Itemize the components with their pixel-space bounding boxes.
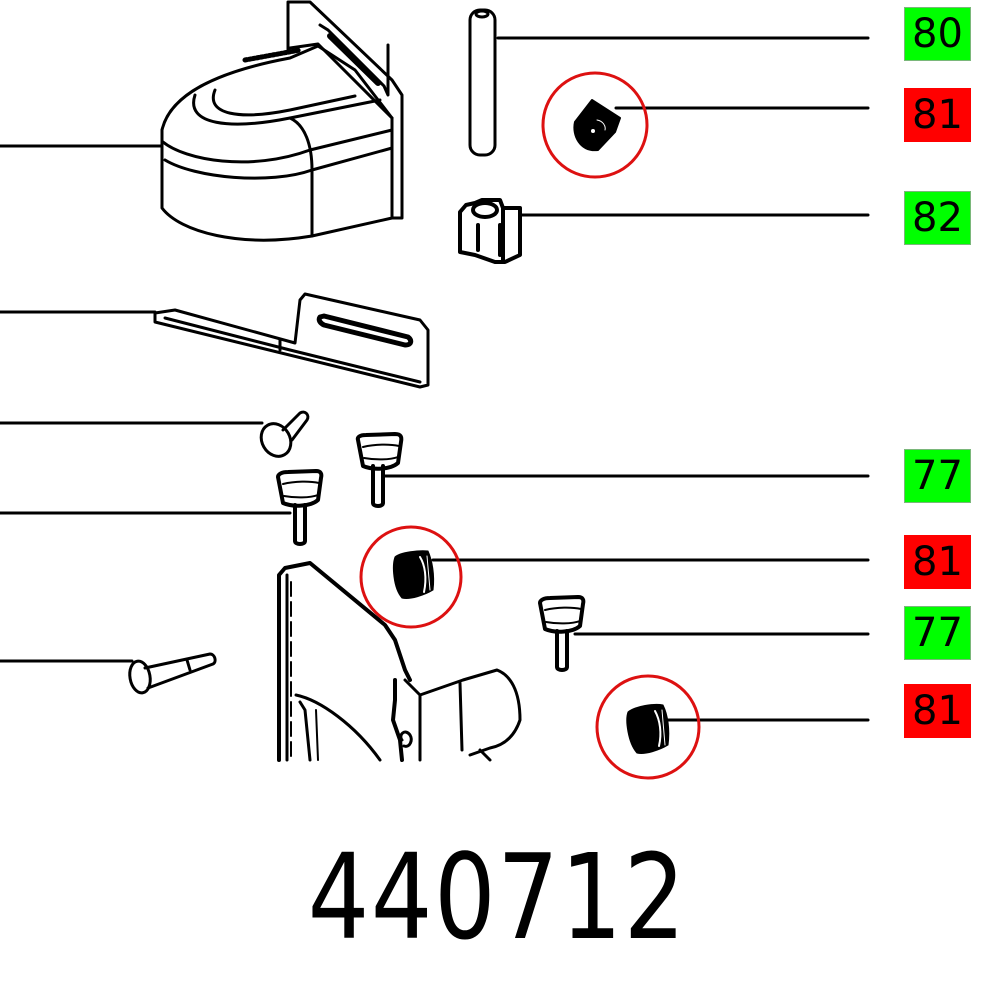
callout-81-mid[interactable]: 81 [904,535,971,589]
thumb-screw-part-left [276,469,324,546]
highlight-circle-81-mid [359,525,463,629]
knob-cap-part-top [573,99,621,152]
left-leader-lines [0,144,292,663]
thumb-screw-part-lower [538,595,586,672]
callout-81-top[interactable]: 81 [904,88,971,142]
pin-part [468,8,497,157]
callout-77-lower[interactable]: 77 [904,606,971,660]
hood-cover-part [160,0,404,242]
clip-part [458,198,522,264]
right-leader-lines [383,36,870,722]
knob-part-bottom [626,703,670,754]
highlight-circle-81-bottom [595,674,701,780]
callout-80[interactable]: 80 [904,7,971,61]
knob-part-mid [393,550,435,599]
mushroom-bolt-part [259,410,310,458]
highlight-circle-81-top [541,71,649,179]
carriage-bolt-part [128,652,217,695]
guide-rail-part [153,292,430,389]
callout-81-bottom[interactable]: 81 [904,684,971,738]
callout-82[interactable]: 82 [904,191,971,245]
callout-77-top[interactable]: 77 [904,449,971,503]
blade-guard-plate-part [277,561,522,762]
part-number-title: 440712 [307,828,687,966]
thumb-screw-part-top [355,432,404,508]
